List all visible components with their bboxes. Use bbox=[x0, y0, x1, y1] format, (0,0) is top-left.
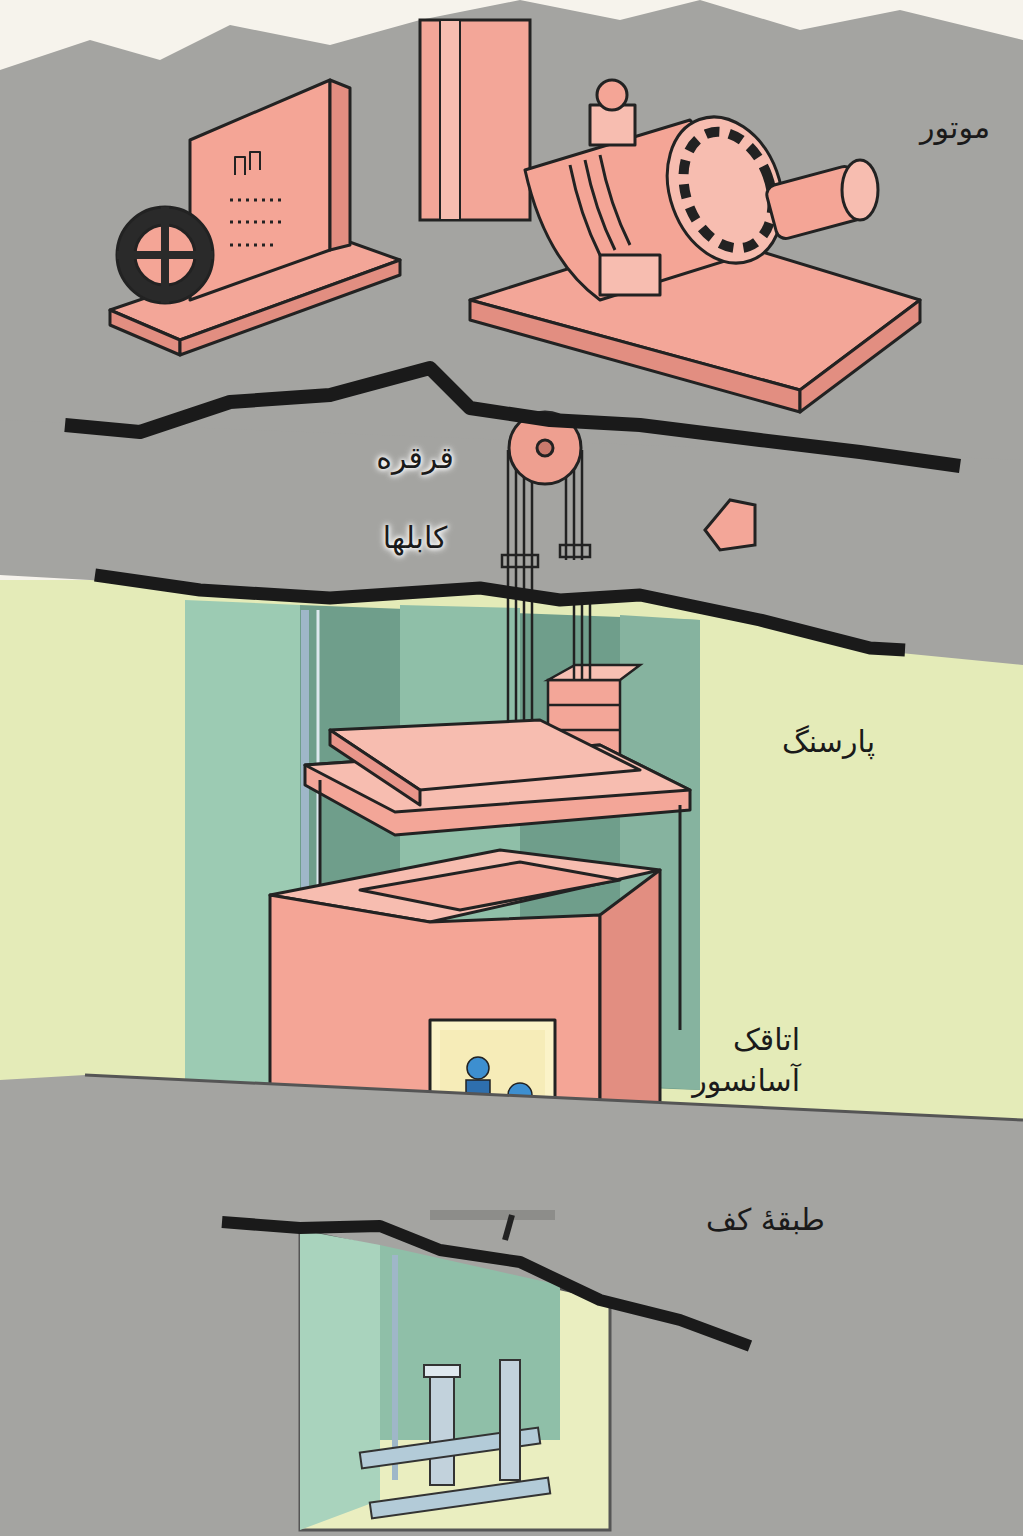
part-label: پارسنگ bbox=[680, 722, 875, 763]
cable bbox=[573, 600, 576, 680]
motor-base-front bbox=[470, 300, 800, 412]
counterweight-line bbox=[548, 704, 620, 707]
buffer-rail bbox=[370, 1478, 550, 1519]
counterweight-top bbox=[548, 665, 640, 680]
motor-base-side bbox=[800, 300, 920, 412]
generator-spokes bbox=[117, 207, 213, 303]
part-label: اتاقک آسانسور bbox=[650, 1020, 800, 1101]
break-line bbox=[222, 1222, 750, 1346]
pit-left-wall bbox=[300, 1230, 380, 1530]
cabinet-dials bbox=[235, 152, 260, 175]
motor bbox=[470, 80, 920, 412]
cabinet-side bbox=[330, 80, 350, 250]
pit-opening bbox=[300, 1230, 610, 1530]
motor-top-cap bbox=[597, 80, 627, 110]
pulley-hub bbox=[537, 440, 553, 456]
part-label: موتور bbox=[830, 108, 990, 149]
part-label: قرقره bbox=[355, 438, 475, 479]
machine-room-wall-edge bbox=[440, 20, 460, 220]
frame-plate-side bbox=[330, 730, 420, 805]
cabinet-base-front bbox=[110, 310, 180, 355]
cable bbox=[581, 600, 584, 680]
governor-device bbox=[705, 500, 755, 550]
shadow bbox=[505, 1215, 512, 1240]
machine-room-wall bbox=[420, 20, 530, 220]
person-head bbox=[467, 1057, 489, 1079]
buffer bbox=[500, 1360, 520, 1480]
slab-edge bbox=[85, 1075, 1023, 1120]
frame-post bbox=[679, 805, 682, 1030]
car-roof-plate bbox=[360, 862, 620, 910]
machine-room bbox=[0, 0, 1023, 470]
motor-shaft-end bbox=[842, 160, 878, 220]
cabinet-dots bbox=[230, 200, 285, 245]
part-label: کابلها bbox=[355, 518, 475, 559]
break-line bbox=[95, 575, 905, 650]
buffer bbox=[430, 1375, 454, 1485]
motor-foot bbox=[600, 255, 660, 295]
part-label: طبقهٔ کف bbox=[620, 1200, 825, 1241]
motor-coils bbox=[570, 155, 630, 255]
door-sill bbox=[430, 1210, 555, 1220]
cable bbox=[589, 600, 592, 680]
cable bbox=[581, 450, 584, 560]
cable-anchor bbox=[560, 545, 590, 557]
guide-rail bbox=[392, 1255, 398, 1480]
frame-plate bbox=[330, 720, 640, 790]
buffer-cap bbox=[424, 1365, 460, 1377]
floor-slab bbox=[0, 1075, 1023, 1536]
control-cabinet bbox=[110, 80, 400, 355]
cable-anchor bbox=[502, 555, 538, 567]
generator-wheel bbox=[117, 207, 213, 303]
elevator-pit bbox=[300, 1230, 610, 1530]
